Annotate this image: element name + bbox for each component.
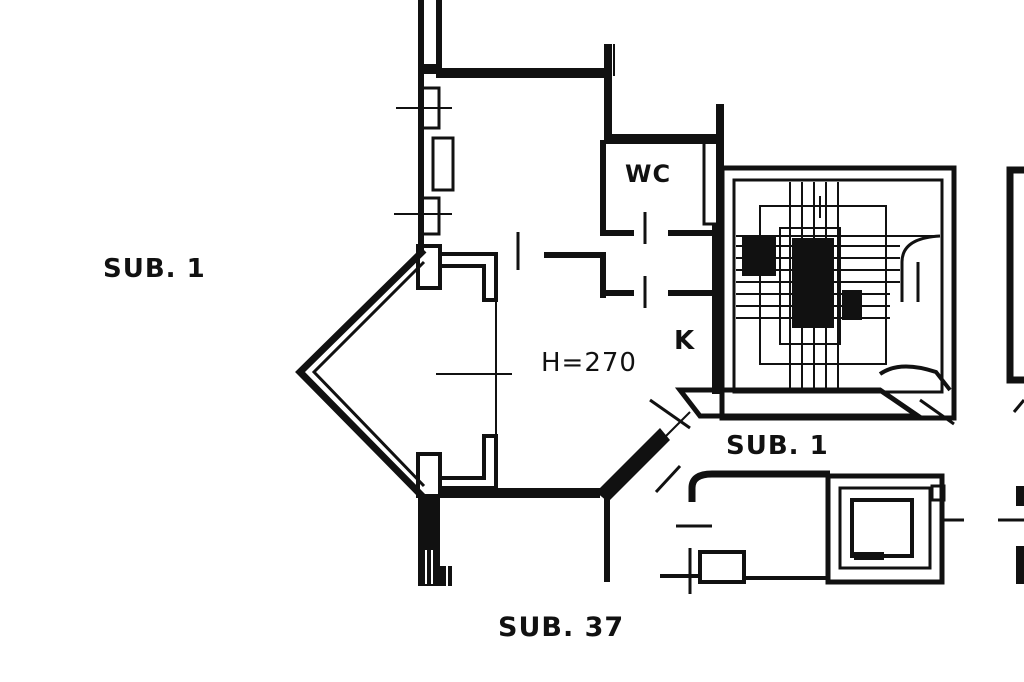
- label-sub-bottom: SUB. 37: [498, 612, 625, 643]
- corridor-lower: [660, 470, 830, 594]
- stair-core: [674, 165, 957, 426]
- west-wall-upper: [394, 0, 455, 250]
- label-sub-left: SUB. 1: [103, 254, 206, 284]
- bay-window: [295, 244, 512, 501]
- west-wall-lower: [418, 496, 452, 586]
- wc-walls: [516, 136, 720, 308]
- label-height: H=270: [541, 348, 637, 378]
- north-wall: [436, 44, 724, 224]
- south-wall: [438, 398, 691, 582]
- east-fragments: [998, 166, 1024, 584]
- elevator-shaft: [825, 473, 964, 585]
- label-room-k: K: [674, 326, 696, 356]
- label-room-wc: WC: [625, 160, 672, 188]
- label-sub-right: SUB. 1: [726, 431, 829, 461]
